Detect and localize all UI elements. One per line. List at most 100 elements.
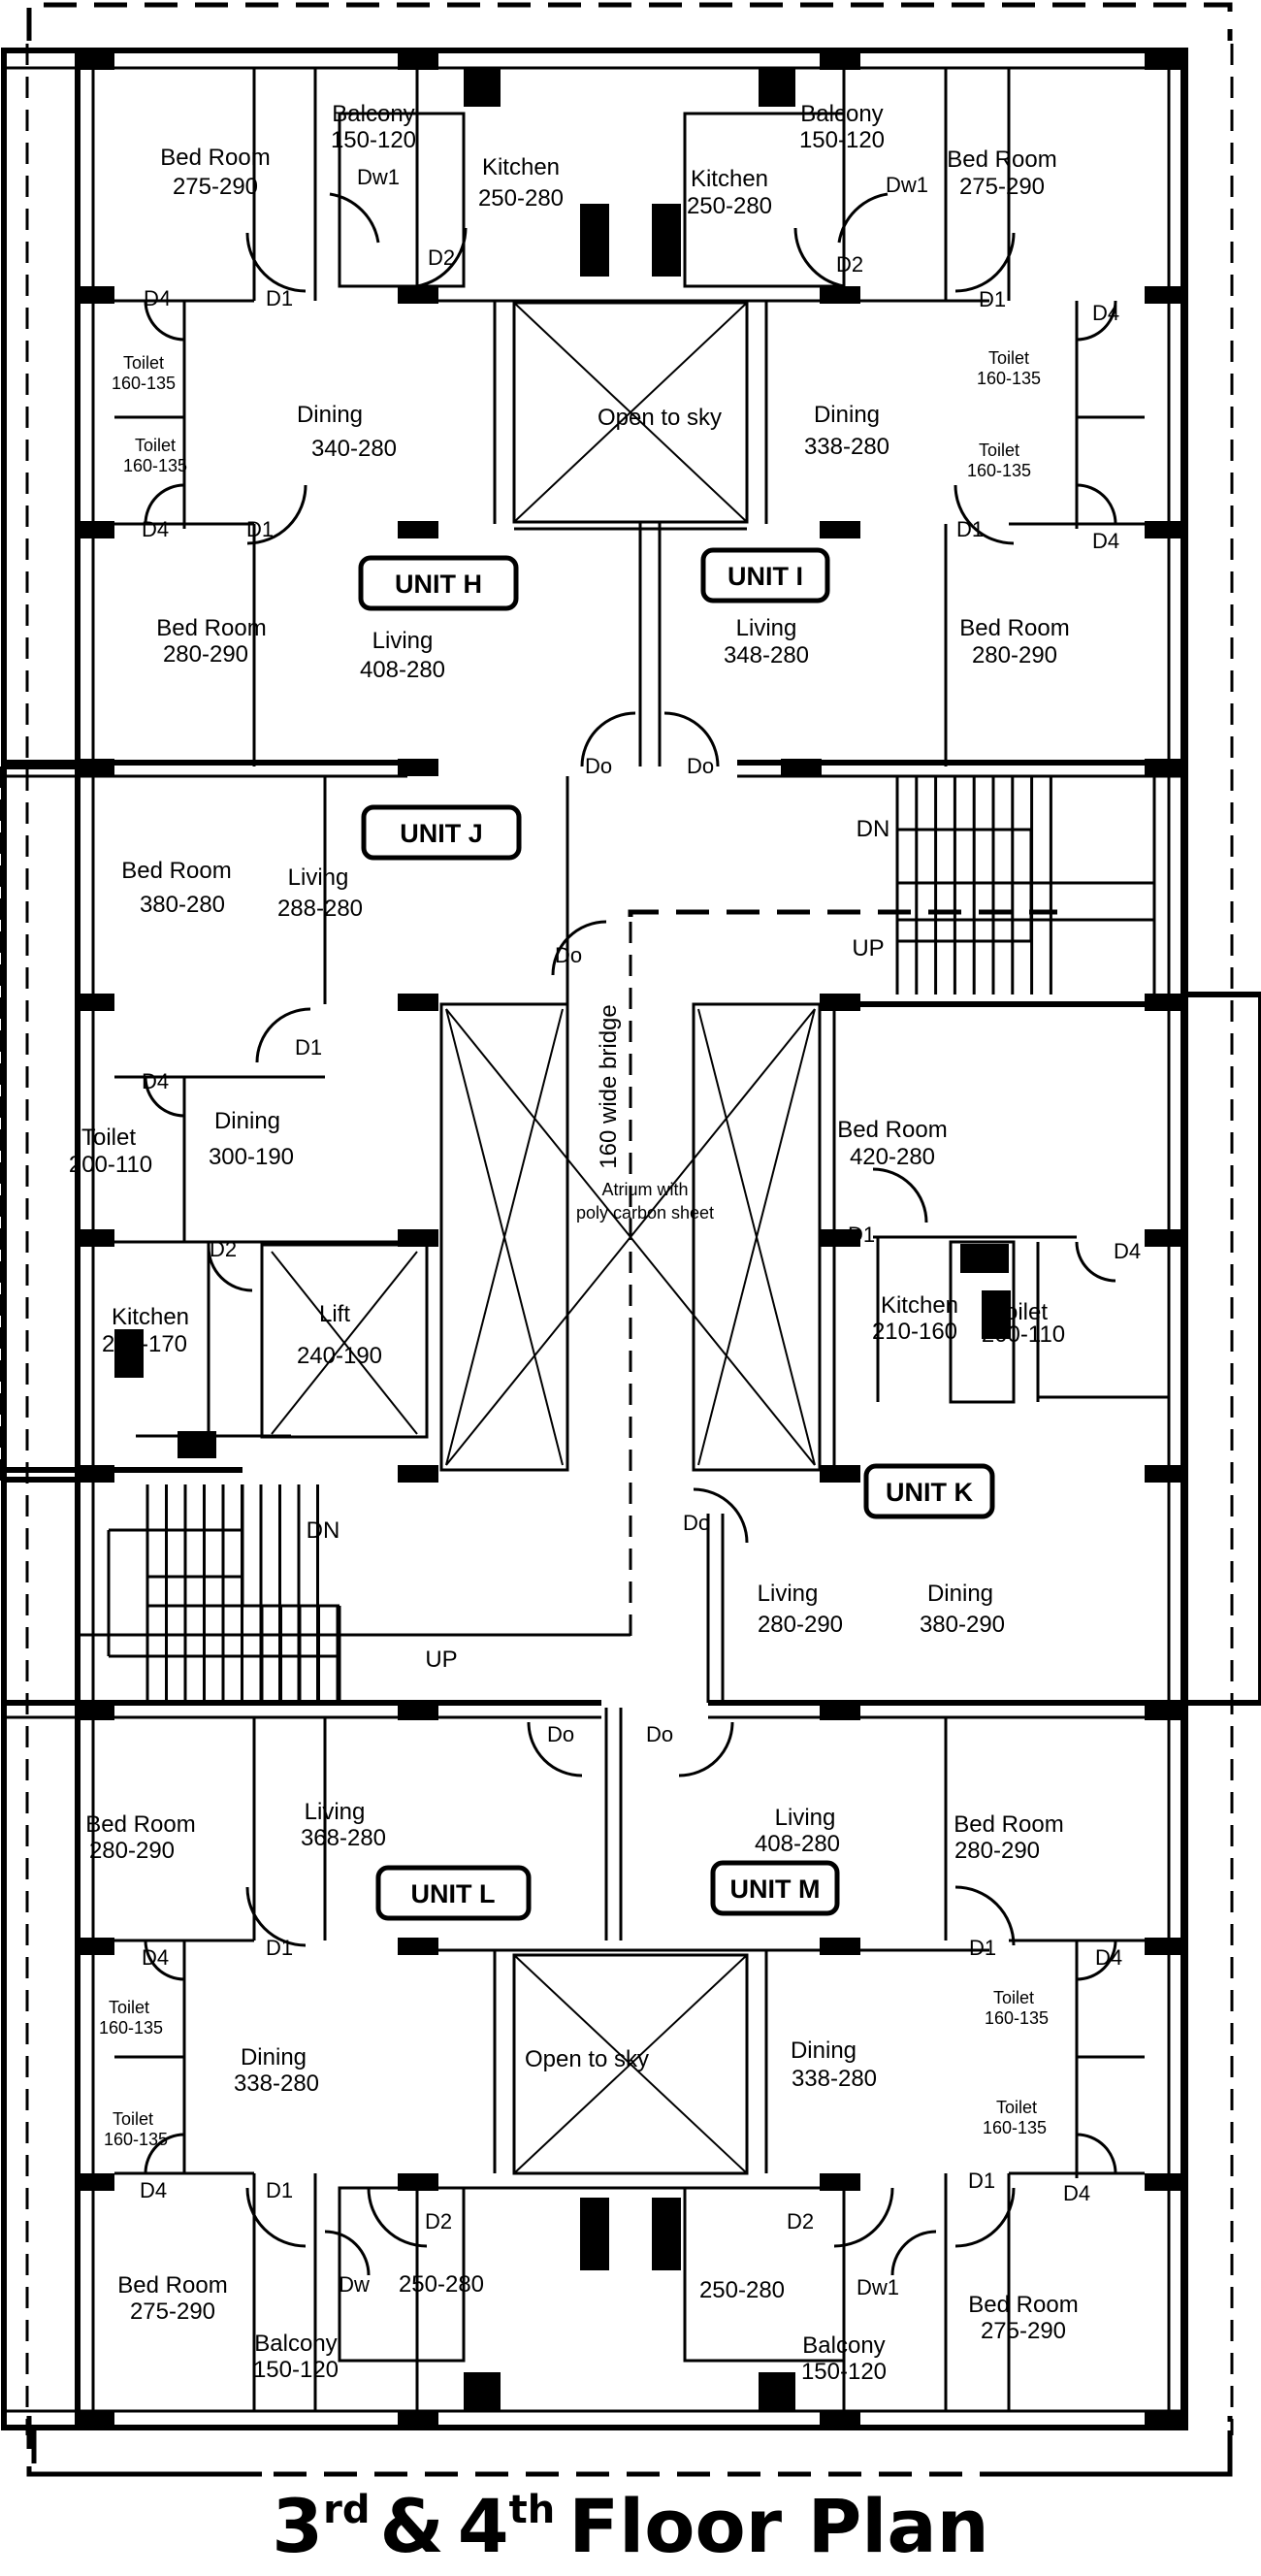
room-name: Bed Room — [837, 1117, 947, 1143]
room-size: 408-280 — [360, 657, 445, 683]
room-size: 275-290 — [959, 174, 1045, 200]
unit-j-label: UNIT J — [400, 819, 483, 848]
room-name: Toilet — [109, 1998, 149, 2017]
boundary-lower — [31, 2430, 1233, 2477]
room-size: 280-290 — [758, 1612, 843, 1638]
room-size: 380-290 — [920, 1612, 1005, 1638]
unit-k-label: UNIT K — [886, 1478, 973, 1507]
room-size: 200-110 — [982, 1321, 1065, 1348]
title-ampersand: & — [379, 2483, 443, 2569]
room-size: 160-135 — [983, 2118, 1047, 2137]
door-tag: D2 — [210, 1237, 237, 1261]
open-to-sky-label: Open to sky — [598, 405, 722, 431]
unit-h-rooms: Bed Room 275-290 Balcony 150-120 Kitchen… — [112, 101, 564, 683]
door-swings — [144, 192, 1117, 2276]
columns — [78, 50, 1185, 2428]
unit-j-tag: UNIT J — [361, 804, 522, 861]
door-tag: Dw1 — [857, 2275, 899, 2299]
room-name: Balcony — [254, 2331, 337, 2357]
room-size: 250-280 — [399, 2271, 484, 2298]
room-name: Dining — [927, 1581, 993, 1607]
unit-l-rooms: Bed Room 280-290 Living 368-280 Toilet 1… — [85, 1799, 484, 2383]
room-size: 420-280 — [850, 1144, 935, 1170]
unit-i-tag: UNIT I — [700, 547, 830, 603]
door-tag: D1 — [969, 1936, 996, 1960]
door-tag: Dw1 — [357, 165, 400, 189]
room-name: Bed Room — [954, 1811, 1063, 1838]
title-rest: Floor Plan — [568, 2483, 988, 2569]
door-tag: D1 — [956, 517, 984, 541]
lift-label: Lift — [319, 1301, 350, 1327]
room-name: Dining — [297, 402, 363, 428]
room-size: 210-160 — [872, 1319, 957, 1345]
door-tag: D4 — [142, 517, 169, 541]
door-tag: D1 — [979, 287, 1006, 311]
room-size: 280-290 — [163, 641, 248, 668]
room-size: 408-280 — [755, 1831, 840, 1857]
room-size: 160-135 — [967, 461, 1031, 480]
unit-l-label: UNIT L — [411, 1879, 496, 1908]
room-size: 160-135 — [99, 2018, 163, 2038]
middle-block-walls — [114, 776, 1183, 1703]
room-size: 150-120 — [331, 127, 416, 153]
stair-up-label: UP — [425, 1647, 457, 1673]
room-name: Dining — [241, 2044, 307, 2071]
room-name: Dining — [814, 402, 880, 428]
room-size: 338-280 — [234, 2071, 319, 2097]
room-name: Dining — [214, 1108, 280, 1134]
room-size: 380-280 — [140, 892, 225, 918]
atrium-label-1: Atrium with — [601, 1180, 688, 1199]
door-tag: Dw — [339, 2272, 370, 2297]
title-floor-a-suffix: rd — [323, 2488, 370, 2532]
door-tag: D4 — [1092, 301, 1119, 325]
upper-block-walls — [114, 68, 1145, 766]
door-tag: Do — [646, 1722, 673, 1746]
door-tag: Do — [555, 943, 582, 967]
room-size: 340-280 — [311, 436, 397, 462]
unit-i-rooms: Kitchen 250-280 Balcony 150-120 Bed Room… — [687, 101, 1070, 668]
room-size: 160-135 — [112, 374, 176, 393]
common-labels: Open to sky Open to sky Lift 240-190 Atr… — [297, 405, 889, 2072]
room-size: 280-290 — [89, 1838, 175, 1864]
unit-m-rooms: Living 408-280 Bed Room 280-290 Toilet 1… — [699, 1805, 1079, 2385]
door-tag: D2 — [836, 252, 863, 277]
room-size: 338-280 — [792, 2066, 877, 2092]
door-tag: Dw1 — [886, 173, 928, 197]
room-name: Kitchen — [691, 166, 768, 192]
room-name: Balcony — [800, 101, 883, 127]
door-tag: D1 — [266, 1936, 293, 1960]
door-tag: D2 — [428, 245, 455, 270]
room-name: Bed Room — [156, 615, 266, 641]
door-tag: D1 — [968, 2168, 995, 2193]
room-size: 280-290 — [972, 642, 1057, 668]
stair-up-label: UP — [852, 935, 884, 962]
room-name: Bed Room — [947, 147, 1056, 173]
room-name: Dining — [791, 2038, 857, 2064]
unit-h-tag: UNIT H — [358, 555, 519, 611]
door-tag: D4 — [1095, 1945, 1122, 1970]
room-name: Toilet — [996, 2098, 1037, 2117]
door-tag: Do — [547, 1722, 574, 1746]
room-name: Living — [775, 1805, 836, 1831]
staircase-upper — [895, 776, 1156, 995]
room-name: Toilet — [993, 1988, 1034, 2007]
unit-m-label: UNIT M — [730, 1875, 821, 1904]
room-size: 160-135 — [985, 2008, 1049, 2028]
door-tag: D2 — [425, 2209, 452, 2234]
door-tag: Do — [687, 754, 714, 778]
door-tag: D4 — [142, 1069, 169, 1093]
room-name: Toilet — [123, 353, 164, 373]
room-size: 160-135 — [104, 2130, 168, 2149]
room-name: Kitchen — [112, 1304, 189, 1330]
room-size: 280-290 — [954, 1838, 1040, 1864]
room-name: Bed Room — [121, 858, 231, 884]
atrium-label-2: poly carbon sheet — [576, 1203, 714, 1223]
open-to-sky-label: Open to sky — [525, 2046, 649, 2072]
room-name: Toilet — [135, 436, 176, 455]
room-name: Bed Room — [959, 615, 1069, 641]
door-tag: D1 — [246, 517, 274, 541]
room-size: 150-120 — [799, 127, 885, 153]
door-tag: D4 — [144, 286, 171, 310]
door-tag: D1 — [266, 286, 293, 310]
site-boundary — [0, 2, 1234, 2477]
